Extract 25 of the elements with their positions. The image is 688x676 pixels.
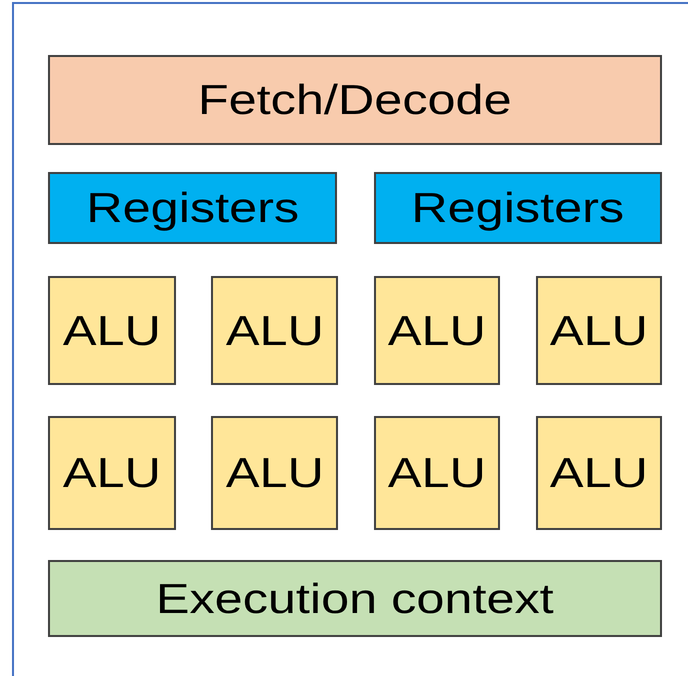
unit-box [374,172,662,244]
unit-box [536,416,662,530]
unit-label: Registers [86,184,299,232]
unit-box [374,416,500,530]
unit-label: ALU [550,449,648,497]
unit-label: ALU [225,449,324,497]
stage-box [48,55,662,145]
unit-label: ALU [225,306,324,354]
unit-box [536,276,662,385]
unit-box [211,416,338,530]
frame-border [12,2,688,676]
unit-box [48,416,176,530]
unit-label: ALU [550,306,648,354]
unit-box [374,276,500,385]
unit-label: ALU [62,449,162,497]
unit-label: Execution context [156,574,554,622]
unit-label: ALU [388,449,486,497]
unit-box [48,276,176,385]
unit-label: Registers [412,184,624,232]
unit-box [211,276,338,385]
unit-label: ALU [62,306,162,354]
unit-label: Fetch/Decode [198,76,512,124]
unit-label: ALU [388,306,486,354]
unit-box [48,172,337,244]
unit-box [48,560,662,637]
